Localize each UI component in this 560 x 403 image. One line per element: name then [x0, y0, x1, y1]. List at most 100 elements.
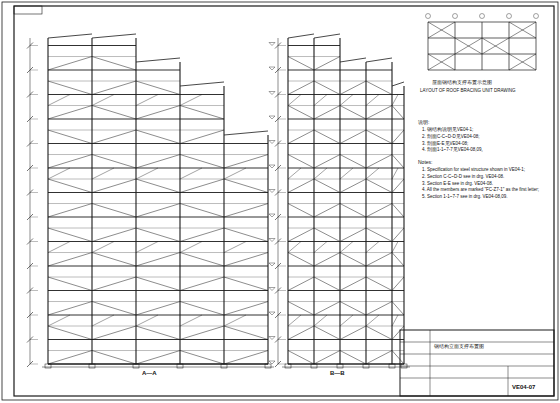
column-base [265, 364, 271, 368]
secondary-beam [314, 203, 340, 204]
bracing [366, 179, 392, 192]
level-mark [269, 263, 275, 266]
secondary-beam [340, 130, 366, 131]
secondary-beam [392, 350, 404, 351]
floor-beam [92, 119, 136, 120]
floor-beam [392, 339, 404, 340]
bracing [48, 168, 70, 179]
floor-beam [288, 363, 314, 364]
bracing [314, 302, 340, 315]
bracing [48, 57, 92, 70]
roof-rafter [392, 82, 404, 86]
secondary-beam [340, 301, 366, 302]
floor-beam [92, 339, 136, 340]
floor-beam [180, 266, 224, 267]
bracing [314, 228, 340, 241]
floor-beam [92, 94, 136, 95]
secondary-beam [180, 326, 224, 327]
secondary-beam [340, 105, 366, 106]
plan-bracing [509, 54, 536, 70]
secondary-beam [392, 228, 404, 229]
plan-bracing [455, 38, 482, 54]
floor-beam [92, 290, 136, 291]
bracing [340, 242, 353, 253]
bracing [224, 302, 268, 315]
floor-beam [340, 339, 366, 340]
secondary-beam [314, 301, 340, 302]
section-title: A—A [142, 370, 172, 377]
bracing [392, 351, 404, 364]
bracing [224, 155, 268, 168]
floor-beam [92, 192, 136, 193]
secondary-beam [48, 203, 92, 204]
secondary-beam [288, 105, 314, 106]
secondary-beam [314, 277, 340, 278]
bracing [136, 106, 180, 119]
secondary-beam [180, 203, 224, 204]
bracing [180, 204, 224, 217]
floor-beam [48, 266, 92, 267]
bracing [224, 228, 268, 241]
bracing [288, 315, 301, 326]
floor-beam [48, 45, 92, 46]
floor-beam [136, 315, 180, 316]
floor-beam [392, 241, 404, 242]
bracing [366, 253, 392, 266]
floor-beam [288, 290, 314, 291]
extension-line [278, 94, 286, 95]
bracing [136, 315, 158, 326]
note-line: 4. 剖面1-1~7-7见VE04-08,09。 [422, 147, 550, 152]
bracing [180, 277, 224, 290]
plan-grid [455, 22, 456, 70]
floor-beam [136, 266, 180, 267]
steel-column [223, 86, 224, 364]
plan-grid [482, 22, 483, 70]
secondary-beam [92, 301, 136, 302]
floor-beam [92, 363, 136, 364]
bracing [340, 95, 353, 106]
extension-line [30, 143, 38, 144]
secondary-beam [136, 252, 180, 253]
floor-beam [392, 315, 404, 316]
bracing [92, 351, 136, 364]
bracing [180, 228, 224, 241]
column-base [133, 364, 139, 368]
level-mark [269, 190, 275, 193]
note-line: 3. Section E-E see in drg. VE04-08. [422, 181, 550, 186]
floor-beam [48, 241, 92, 242]
bracing [340, 253, 366, 266]
level-mark [269, 214, 275, 217]
roof-rafter [314, 34, 340, 38]
title-rule [400, 378, 554, 379]
secondary-beam [314, 81, 340, 82]
secondary-beam [314, 252, 340, 253]
floor-beam [340, 143, 366, 144]
secondary-beam [180, 252, 224, 253]
bracing [180, 130, 224, 143]
bracing [180, 242, 202, 253]
secondary-beam [224, 203, 268, 204]
bracing [92, 155, 136, 168]
plan-grid [509, 22, 510, 70]
extension-line [30, 168, 38, 169]
note-line: 2. Section C-C~D-D see in drg. VE04-08. [422, 174, 550, 179]
secondary-beam [224, 350, 268, 351]
secondary-beam [288, 179, 314, 180]
column-base [337, 364, 343, 368]
bracing [92, 315, 114, 326]
bracing [136, 253, 180, 266]
bracing [48, 326, 92, 339]
secondary-beam [366, 81, 392, 82]
level-mark [269, 312, 275, 315]
secondary-beam [288, 154, 314, 155]
level-mark [269, 141, 275, 144]
bracing [48, 253, 92, 266]
steel-column [179, 62, 180, 364]
secondary-beam [340, 228, 366, 229]
secondary-beam [288, 228, 314, 229]
bracing [392, 277, 404, 290]
secondary-beam [224, 179, 268, 180]
bracing [288, 253, 314, 266]
extension-line [278, 45, 286, 46]
bracing [314, 326, 340, 339]
